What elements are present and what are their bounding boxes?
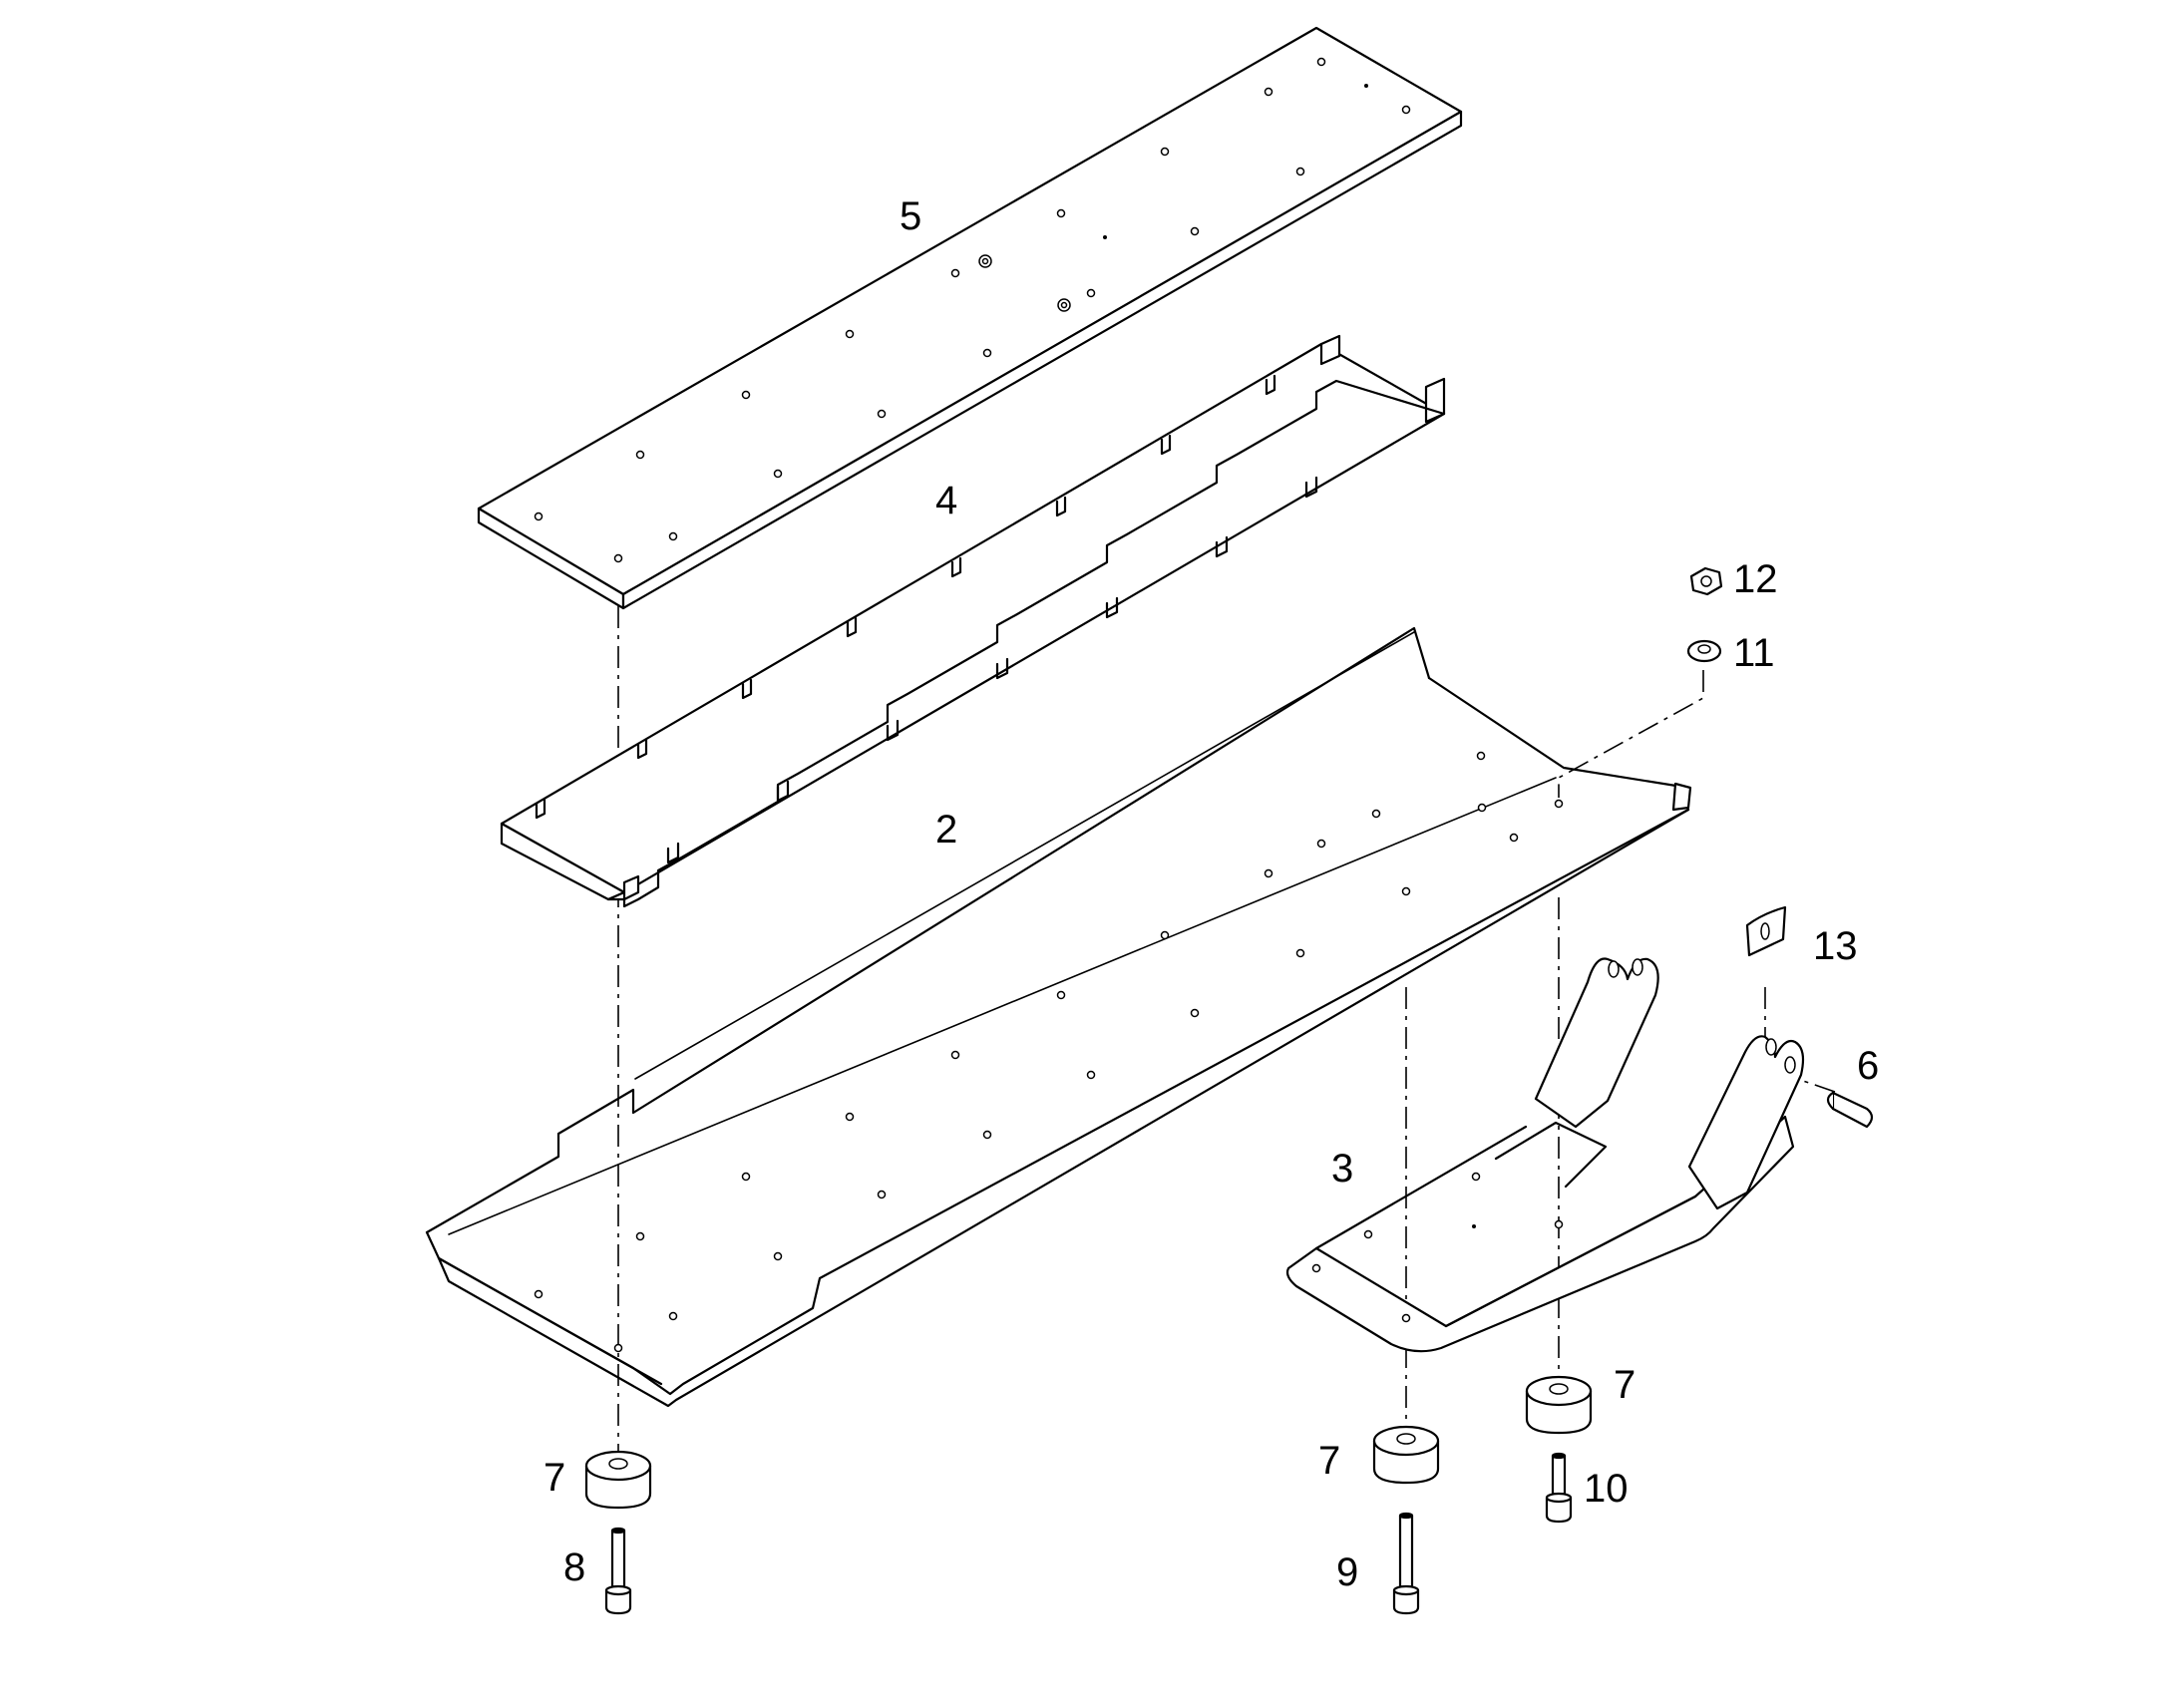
- part-7-spacer-middle: [1372, 1425, 1440, 1485]
- callout-3: 3: [1331, 1147, 1353, 1191]
- callout-7-right: 7: [1614, 1363, 1635, 1407]
- part-7-spacer-right: [1525, 1375, 1593, 1435]
- part-9-bolt: [1392, 1512, 1420, 1615]
- plate-holes: [534, 57, 1411, 563]
- part-13-clip: [1745, 905, 1787, 957]
- part-11-washer: [1686, 639, 1722, 663]
- part-4-spacer-strip: [500, 334, 1446, 908]
- part-2-tray: [425, 626, 1692, 1408]
- callout-6: 6: [1857, 1044, 1879, 1088]
- callout-13: 13: [1813, 924, 1858, 968]
- callout-7-middle: 7: [1318, 1439, 1340, 1483]
- part-3-bracket: [1285, 957, 1805, 1353]
- callout-8: 8: [563, 1545, 585, 1589]
- callout-10: 10: [1584, 1467, 1629, 1511]
- callout-4: 4: [935, 479, 957, 522]
- callout-2: 2: [935, 808, 957, 852]
- callout-5: 5: [900, 194, 921, 238]
- part-6-pin: [1826, 1091, 1874, 1129]
- callout-11: 11: [1733, 631, 1775, 675]
- callout-12: 12: [1733, 557, 1778, 601]
- callout-7-left: 7: [544, 1456, 565, 1500]
- part-7-spacer-left: [584, 1450, 652, 1510]
- assembly-centerlines: [617, 606, 1836, 1466]
- tray-holes: [534, 751, 1564, 1353]
- part-10-bolt: [1545, 1452, 1573, 1524]
- part-5-top-plate: [477, 26, 1463, 610]
- callout-9: 9: [1336, 1550, 1358, 1594]
- part-12-nut: [1689, 566, 1723, 596]
- callout-labels: 5 4 2 12 11 13 6 3 7 7 7 10 8 9: [544, 194, 1879, 1594]
- part-8-bolt: [604, 1527, 632, 1615]
